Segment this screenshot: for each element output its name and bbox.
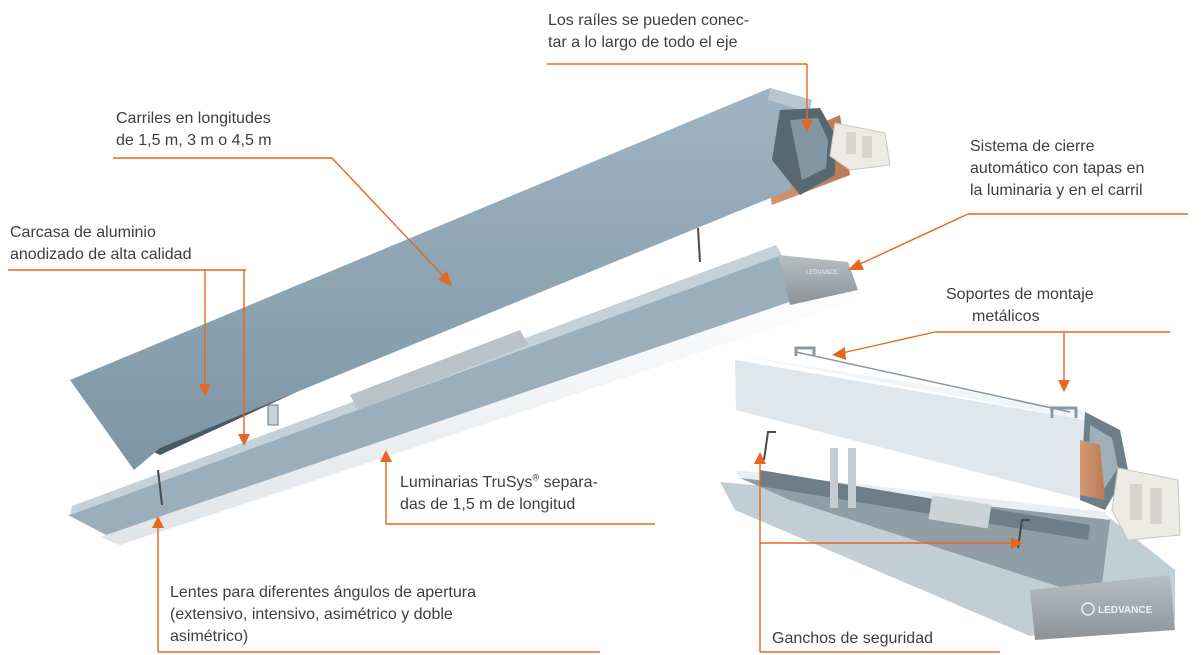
label-lenses-line-2: (extensivo, intensivo, asimétrico y dobl… (170, 606, 453, 623)
label-rails-connect: Los raíles se pueden conec- tar a lo lar… (548, 10, 749, 54)
label-closure-system: Sistema de cierre automático con tapas e… (970, 136, 1144, 202)
label-mounting-brackets: Soportes de montaje metálicos (946, 284, 1094, 328)
callout-lines (8, 63, 1188, 653)
label-closure-system-line-3: la luminaria y en el carril (970, 182, 1143, 199)
label-aluminium-housing: Carcasa de aluminio anodizado de alta ca… (10, 222, 191, 266)
label-safety-hooks: Ganchos de seguridad (772, 628, 933, 650)
label-luminaires-line-1: Luminarias TruSys® separa- (400, 472, 598, 494)
label-rails-connect-line-2: tar a lo largo de todo el eje (548, 34, 738, 51)
luminaire-end-cap (778, 255, 858, 305)
svg-text:LEDVANCE: LEDVANCE (806, 270, 838, 276)
detail-end-cap (1030, 575, 1175, 640)
label-rail-lengths: Carriles en longitudes de 1,5 m, 3 m o 4… (116, 108, 272, 152)
label-lenses-line-1: Lentes para diferentes ángulos de apertu… (170, 584, 476, 601)
label-lenses: Lentes para diferentes ángulos de apertu… (170, 582, 476, 648)
label-rails-connect-line-1: Los raíles se pueden conec- (548, 12, 750, 29)
label-rail-lengths-line-1: Carriles en longitudes (116, 110, 271, 127)
rail-connector (829, 122, 891, 171)
label-aluminium-housing-line-1: Carcasa de aluminio (10, 224, 156, 241)
label-safety-hooks-line-1: Ganchos de seguridad (772, 630, 933, 647)
detail-rail-cover (735, 360, 1085, 500)
label-luminaires-line-2: das de 1,5 m de longitud (400, 496, 576, 513)
luminaire-lens (100, 280, 858, 545)
label-mounting-brackets-line-2: metálicos (972, 308, 1040, 325)
label-luminaires-text-pre: Luminarias TruSys (400, 474, 533, 491)
ledvance-logo-icon: LEDVANCE (1081, 602, 1153, 616)
label-closure-system-line-2: automático con tapas en (970, 160, 1145, 177)
long-rail-assembly: LEDVANCE (68, 88, 891, 545)
callout-arrowheads (152, 120, 1070, 549)
luminaire-body (68, 255, 852, 536)
label-mounting-brackets-line-1: Soportes de montaje (946, 286, 1094, 303)
svg-text:LEDVANCE: LEDVANCE (1098, 605, 1153, 616)
label-lenses-line-3: asimétrico) (170, 628, 249, 645)
registered-mark: ® (532, 472, 540, 483)
label-rail-lengths-line-2: de 1,5 m, 3 m o 4,5 m (116, 132, 272, 149)
detail-connector (1111, 467, 1181, 541)
label-closure-system-line-1: Sistema de cierre (970, 138, 1095, 155)
label-luminaires: Luminarias TruSys® separa- das de 1,5 m … (400, 472, 598, 516)
label-luminaires-text-post: separa- (539, 474, 598, 491)
detail-luminaire-assembly: LEDVANCE (720, 346, 1181, 640)
label-aluminium-housing-line-2: anodizado de alta calidad (10, 246, 192, 263)
